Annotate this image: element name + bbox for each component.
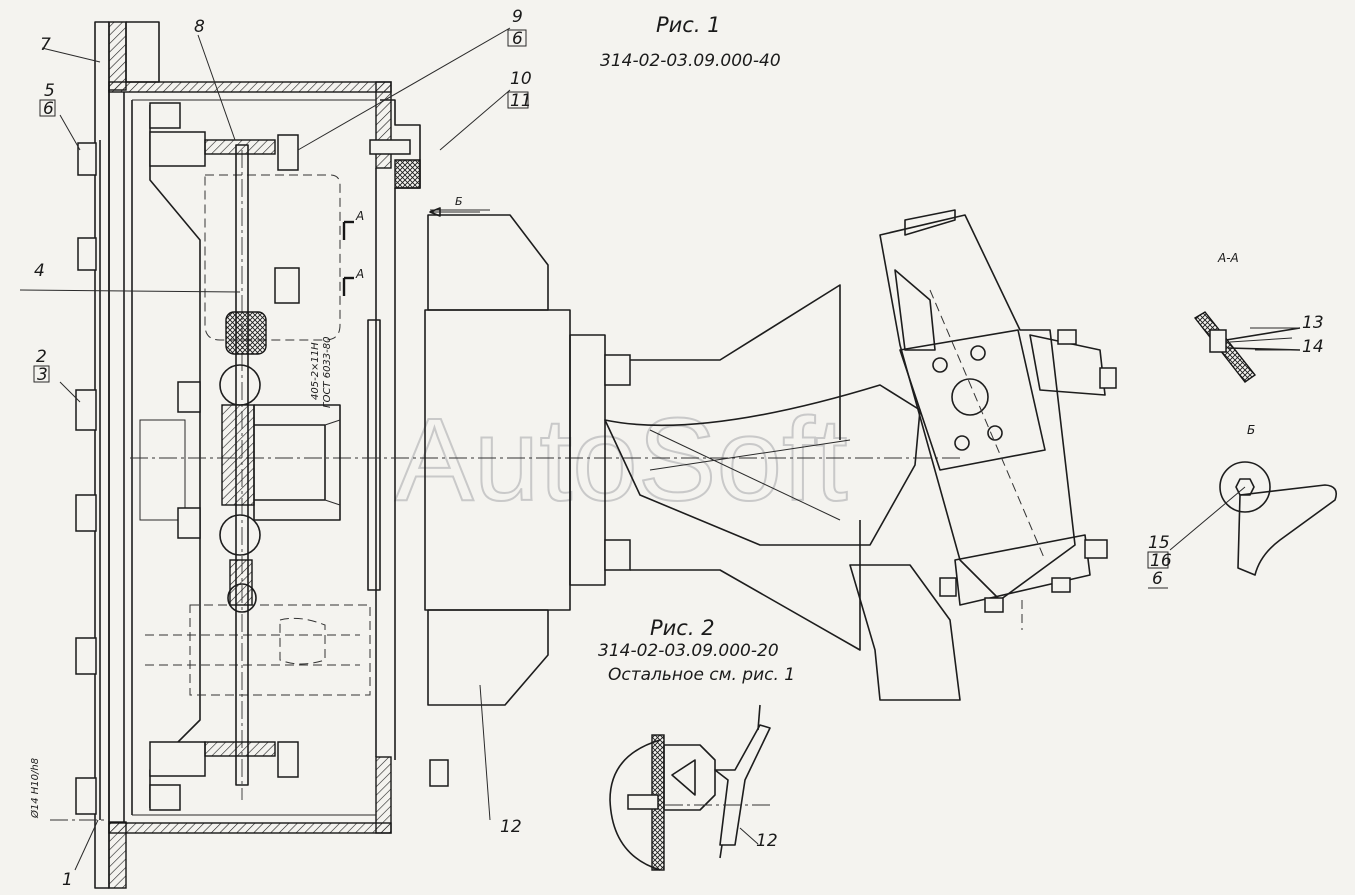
watermark: AutoSoft [395, 394, 848, 526]
section-aa-view [1193, 311, 1301, 383]
callout-8: 8 [194, 17, 205, 37]
standard-note: 405-2×11Н [310, 342, 321, 400]
fig2-code: 314-02-03.09.000-20 [598, 641, 779, 661]
housing-section [108, 81, 421, 834]
callout-15: 15 [1148, 533, 1170, 553]
callout-14: 14 [1302, 337, 1324, 357]
hub-assembly [219, 144, 341, 786]
callout-6-box [39, 99, 56, 117]
callout-6: 6 [43, 99, 54, 119]
callout-3-box [33, 365, 50, 383]
fig2-note: Остальное см. рис. 1 [608, 665, 795, 685]
callout-7: 7 [40, 35, 51, 55]
callout-16-box [1147, 551, 1169, 569]
view-b-label: Б [1247, 423, 1255, 437]
motor-housing [424, 209, 921, 706]
mounting-plate [94, 21, 160, 889]
callout-6b: 6 [512, 29, 523, 49]
callout-6b-box [507, 29, 527, 47]
diameter-note: Ø14 Н10/h8 [29, 758, 41, 819]
cut-mark-a [342, 220, 354, 296]
callout-12b: 12 [756, 831, 778, 851]
callout-1: 1 [62, 870, 73, 890]
callout-4: 4 [34, 261, 45, 281]
leader-lines [19, 27, 1293, 871]
gearbox-head [849, 209, 1117, 701]
cut-a-top: А [355, 209, 364, 223]
arrow-b-label: Б [455, 195, 463, 208]
callout-10: 10 [510, 69, 532, 89]
fig1-title: Рис. 1 [656, 13, 721, 37]
callout-2: 2 [36, 347, 47, 367]
cut-a-bottom: А [355, 267, 364, 281]
callout-3: 3 [37, 365, 48, 385]
standard-code: ГОСТ 6033-80 [322, 337, 333, 409]
fig2-title: Рис. 2 [650, 616, 715, 640]
callout-11-box [507, 91, 529, 109]
view-b [1169, 461, 1338, 576]
hidden-lines [145, 174, 371, 696]
fig1-code: 314-02-03.09.000-40 [600, 51, 781, 71]
callout-12: 12 [500, 817, 522, 837]
callout-9: 9 [512, 7, 523, 27]
fig2-detail [609, 704, 771, 871]
bolt-row [75, 102, 449, 815]
callout-16: 16 [1150, 551, 1172, 571]
callout-6c: 6 [1152, 569, 1163, 589]
section-aa-label: А-А [1217, 251, 1239, 265]
callout-11: 11 [510, 91, 532, 111]
callout-5: 5 [44, 81, 55, 101]
callout-13: 13 [1302, 313, 1324, 333]
